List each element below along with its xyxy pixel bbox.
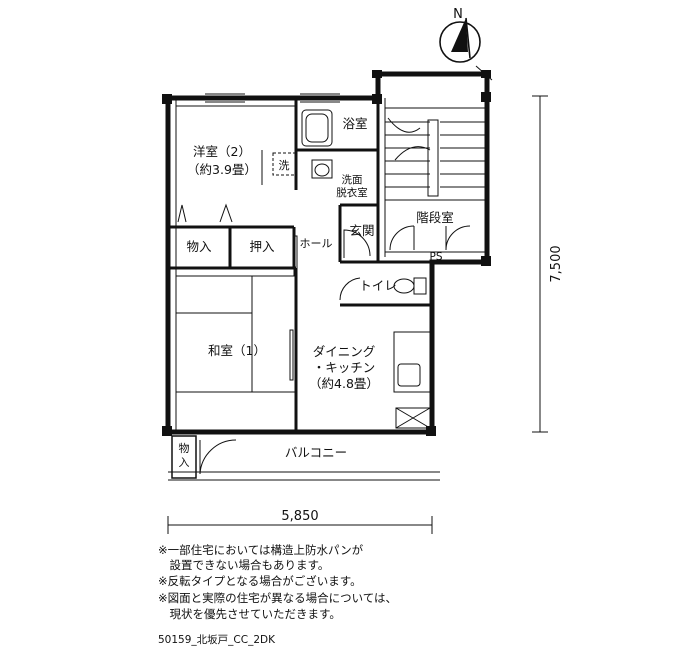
stairs bbox=[385, 107, 487, 201]
hall-label: ホール bbox=[300, 237, 333, 250]
dining-label-2: ・キッチン bbox=[313, 360, 376, 375]
washroom-label-1: 洗面 bbox=[342, 174, 363, 186]
western-room-label: 洋室（2） bbox=[193, 144, 251, 159]
dining-size: （約4.8畳） bbox=[309, 376, 379, 391]
washroom-label-2: 脱衣室 bbox=[336, 186, 368, 199]
japanese-room-label: 和室（1） bbox=[208, 343, 266, 358]
compass-north-label: N bbox=[453, 7, 463, 22]
wash-mark: 洗 bbox=[279, 159, 290, 172]
entrance-door bbox=[343, 229, 371, 258]
note-line-5: 現状を優先させていただきます。 bbox=[158, 607, 341, 621]
note-line-3: ※反転タイプとなる場合がございます。 bbox=[158, 574, 362, 588]
storage-2-label-2: 入 bbox=[179, 456, 190, 469]
storage-2-label-1: 物 bbox=[179, 441, 190, 455]
note-line-1: ※一部住宅においては構造上防水パンが bbox=[158, 543, 364, 557]
height-dimension: 7,500 bbox=[549, 245, 564, 282]
dimension-lines bbox=[167, 95, 548, 534]
width-dimension: 5,850 bbox=[281, 509, 318, 524]
top-windows bbox=[205, 93, 340, 103]
ps-label: PS bbox=[430, 251, 443, 263]
bathroom-label: 浴室 bbox=[342, 116, 367, 131]
kitchen-counter bbox=[393, 331, 431, 429]
toilet-label: トイレ bbox=[359, 278, 397, 293]
toilet-fixture bbox=[339, 277, 427, 301]
dining-label-1: ダイニング bbox=[313, 344, 376, 359]
storage-1-label: 物入 bbox=[186, 239, 212, 254]
note-line-2: 設置できない場合もあります。 bbox=[158, 558, 330, 572]
western-room-size: （約3.9畳） bbox=[187, 162, 257, 177]
balcony bbox=[168, 435, 440, 481]
entrance-label: 玄関 bbox=[349, 223, 374, 238]
note-line-4: ※図面と実際の住宅が異なる場合については、 bbox=[158, 591, 398, 605]
bathtub bbox=[301, 109, 333, 147]
washer-space bbox=[272, 152, 296, 176]
closet-label: 押入 bbox=[249, 239, 275, 254]
interior-walls bbox=[168, 98, 487, 432]
closet-door-marks bbox=[177, 203, 233, 223]
stairwell-doors bbox=[389, 225, 471, 251]
balcony-label: バルコニー bbox=[285, 445, 347, 460]
thin-lines bbox=[167, 98, 487, 432]
sliding-doors bbox=[261, 150, 298, 381]
washbasin bbox=[311, 159, 333, 179]
stairwell-label: 階段室 bbox=[416, 210, 454, 225]
plan-code: 50159_北坂戸_CC_2DK bbox=[158, 634, 275, 646]
